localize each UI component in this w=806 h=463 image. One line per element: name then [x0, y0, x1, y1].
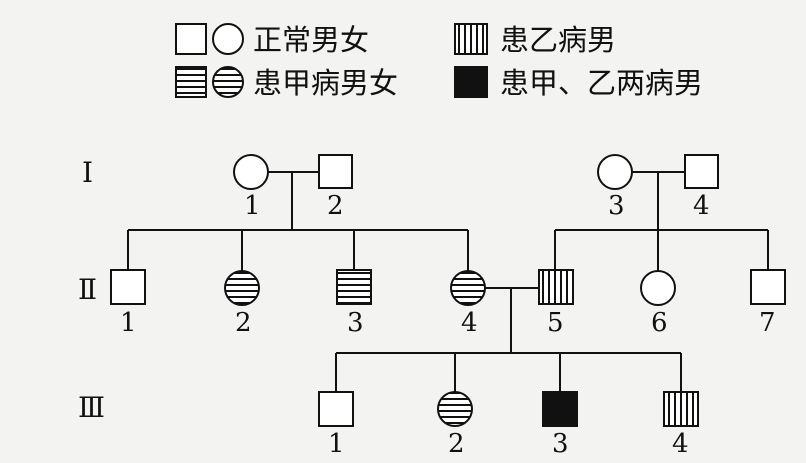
individual-I-4-number: 4: [693, 191, 710, 221]
pedigree-lines: [127, 171, 769, 392]
individual-III-3-both-male: [542, 391, 578, 427]
legend-diseaseA-label: 患甲病男女: [253, 66, 398, 100]
individual-III-1-number: 1: [328, 429, 345, 459]
individual-II-5-number: 5: [547, 308, 564, 338]
individual-II-1-normal-male: [110, 269, 146, 305]
generation-label-II: Ⅱ: [78, 273, 97, 306]
legend-both-male-symbol: [454, 66, 488, 98]
individual-III-4-number: 4: [672, 429, 689, 459]
individual-II-5-diseaseB-male: [538, 269, 574, 305]
legend-diseaseA-female-symbol: [212, 66, 244, 98]
individual-III-2-diseaseA-female: [437, 391, 473, 427]
individual-II-7-normal-male: [750, 269, 786, 305]
individual-I-2-number: 2: [327, 191, 344, 221]
individual-II-4-diseaseA-female: [450, 270, 486, 306]
individual-II-6-number: 6: [651, 308, 668, 338]
legend-normal-male-symbol: [175, 23, 207, 55]
legend: 正常男女 患甲病男女 患乙病男 患甲、乙两病男: [175, 23, 703, 100]
individual-III-4-diseaseB-male: [663, 391, 699, 427]
individual-II-1-number: 1: [120, 308, 137, 338]
individual-I-3-normal-female: [597, 154, 633, 190]
legend-diseaseA-male-symbol: [175, 66, 207, 98]
individual-II-4-number: 4: [461, 308, 478, 338]
individual-II-2-number: 2: [235, 308, 252, 338]
generation-label-III: Ⅲ: [78, 391, 105, 424]
individual-II-6-normal-female: [640, 270, 676, 306]
individual-I-2-normal-male: [318, 154, 353, 189]
legend-diseaseB-male-symbol: [454, 23, 488, 55]
legend-both-label: 患甲、乙两病男: [500, 66, 703, 100]
individual-II-7-number: 7: [759, 308, 776, 338]
individual-III-2-number: 2: [448, 429, 465, 459]
legend-diseaseB-label: 患乙病男: [500, 23, 616, 57]
generation-label-I: Ⅰ: [82, 156, 93, 189]
individual-I-4-normal-male: [684, 154, 719, 189]
legend-normal-female-symbol: [212, 23, 244, 55]
individual-I-1-normal-female: [233, 154, 269, 190]
individual-III-3-number: 3: [552, 429, 569, 459]
individual-I-3-number: 3: [608, 191, 625, 221]
individual-I-1-number: 1: [244, 191, 261, 221]
individual-II-3-number: 3: [347, 308, 364, 338]
legend-normal-label: 正常男女: [253, 23, 369, 57]
individual-II-3-diseaseA-male: [336, 269, 372, 305]
individual-II-2-diseaseA-female: [224, 270, 260, 306]
individual-III-1-normal-male: [318, 391, 354, 427]
